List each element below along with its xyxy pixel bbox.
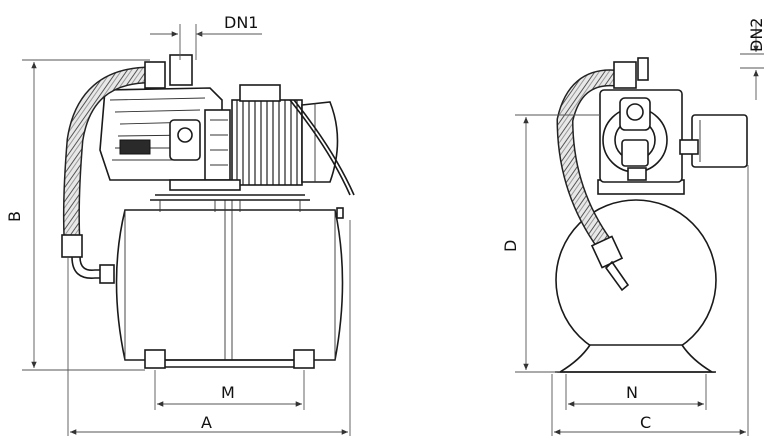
tank-side xyxy=(115,194,344,369)
d-dimension: D xyxy=(501,114,600,373)
hose-side xyxy=(61,54,193,284)
front-view: D N C DN2 xyxy=(501,18,765,436)
dn1-label: DN1 xyxy=(224,13,258,32)
b-dimension: B xyxy=(5,59,150,371)
c-label: C xyxy=(640,413,651,432)
n-dimension: N xyxy=(565,374,707,410)
dn1-dimension: DN1 xyxy=(150,13,262,60)
n-label: N xyxy=(626,383,638,402)
b-label: B xyxy=(5,211,24,222)
dn2-dimension: DN2 xyxy=(740,18,765,100)
c-dimension: C xyxy=(551,165,749,436)
dn2-label: DN2 xyxy=(747,18,765,52)
d-label: D xyxy=(501,240,520,252)
m-label: M xyxy=(221,383,235,402)
m-dimension: M xyxy=(154,370,305,410)
a-label: A xyxy=(201,413,212,432)
a-dimension: A xyxy=(67,220,351,436)
pump-body-side xyxy=(99,84,355,196)
side-view: DN1 B M A xyxy=(5,13,355,436)
tank-front xyxy=(555,199,717,361)
